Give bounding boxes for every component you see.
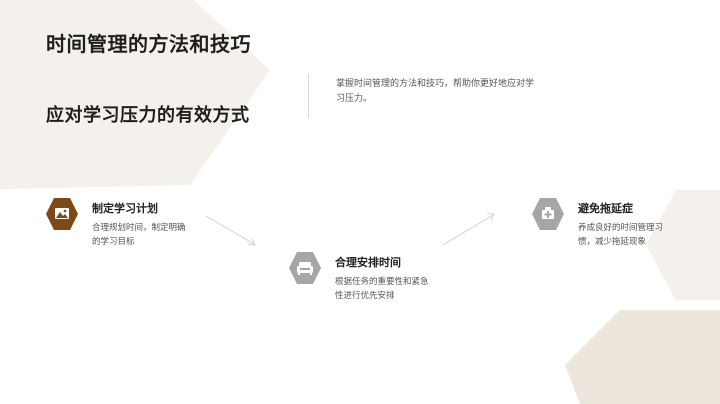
background-hexagon-top-left — [0, 0, 270, 190]
sofa-icon — [297, 262, 313, 275]
step-plan-hexagon — [46, 198, 78, 230]
step-schedule-hexagon — [289, 252, 321, 284]
step-plan-desc: 合理规划时间，制定明确的学习目标 — [92, 223, 186, 247]
page-subtitle: 应对学习压力的有效方式 — [46, 105, 250, 126]
background-hexagon-mid-right — [646, 190, 720, 300]
step-avoid-title: 避免拖延症 — [578, 202, 633, 215]
step-schedule-title: 合理安排时间 — [335, 256, 401, 269]
step-avoid-desc: 养成良好的时间管理习惯，减少拖延现象 — [578, 223, 664, 247]
intro-text: 掌握时间管理的方法和技巧，帮助你更好地应对学习压力。 — [336, 79, 535, 104]
step-avoid-procrastination: 避免拖延症 养成良好的时间管理习惯，减少拖延现象 — [531, 197, 681, 247]
image-icon — [55, 208, 69, 219]
step-plan-title: 制定学习计划 — [92, 202, 158, 215]
arrow-up-right — [442, 213, 495, 246]
step-schedule-desc: 根据任务的重要性和紧急性进行优先安排 — [335, 277, 429, 301]
arrow-down-right — [205, 215, 256, 246]
step-plan: 制定学习计划 合理规划时间，制定明确的学习目标 — [45, 197, 215, 247]
step-schedule: 合理安排时间 根据任务的重要性和紧急性进行优先安排 — [288, 251, 458, 301]
vertical-divider — [308, 74, 309, 118]
step-avoid-hexagon — [532, 198, 564, 230]
medical-cross-icon — [542, 207, 554, 219]
page-title: 时间管理的方法和技巧 — [46, 32, 251, 56]
background-hexagon-bottom-right — [565, 310, 720, 404]
